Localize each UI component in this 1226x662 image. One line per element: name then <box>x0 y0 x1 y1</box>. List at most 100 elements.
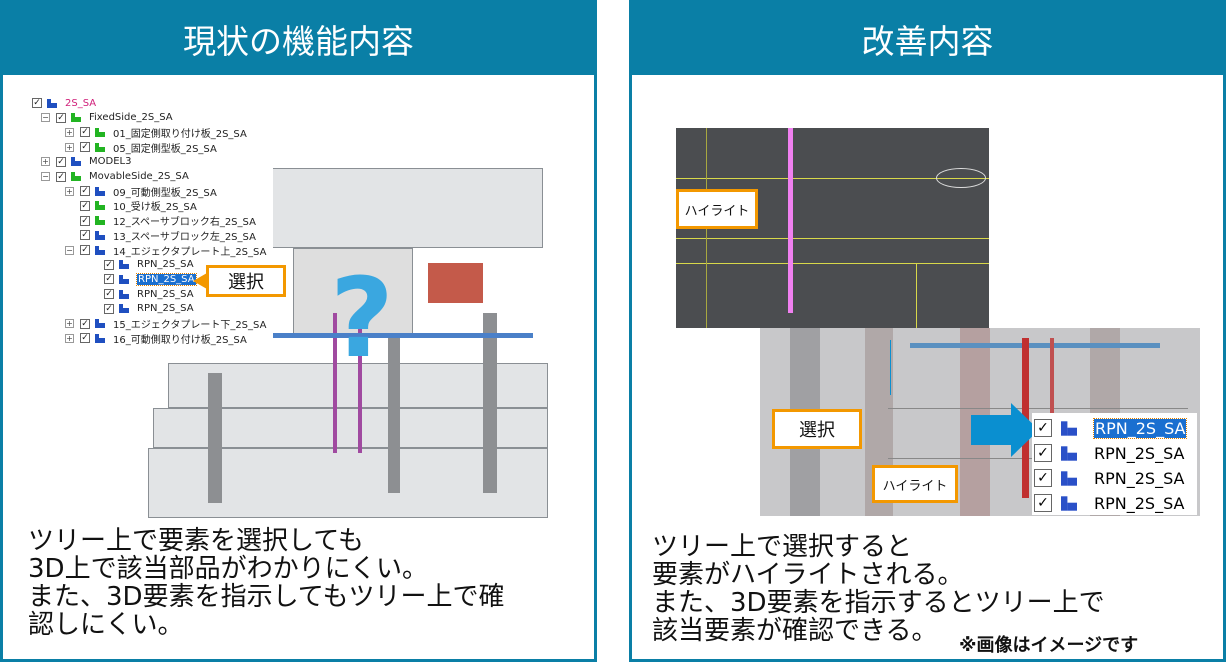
caption-line: 該当要素が確認できる。 <box>652 616 938 646</box>
callout-label: ハイライト <box>684 203 750 219</box>
tree-item[interactable]: ✓ RPN_2S_SA <box>1034 467 1184 489</box>
assembly-icon <box>95 319 105 328</box>
expand-toggle[interactable]: + <box>65 319 74 328</box>
assembly-icon <box>1061 445 1077 461</box>
tree-item[interactable]: ✓12_スペーサブロック右_2S_SA <box>65 214 256 228</box>
tree-item[interactable]: ✓10_受け板_2S_SA <box>65 199 197 213</box>
tree-item-label: RPN_2S_SA <box>1094 468 1185 488</box>
tree-item[interactable]: + ✓ 05_固定側型板_2S_SA <box>65 140 217 155</box>
select-callout: 選択 <box>772 409 862 449</box>
expand-toggle[interactable]: + <box>65 127 74 137</box>
caption: ツリー上で要素を選択しても 3D上で該当部品がわかりにくい。 また、3D要素を指… <box>28 527 504 639</box>
checkbox[interactable]: ✓ <box>104 259 114 270</box>
tree-item-label: MODEL3 <box>89 156 132 168</box>
checkbox[interactable]: ✓ <box>80 200 90 211</box>
checkbox[interactable]: ✓ <box>80 333 90 344</box>
tree-item[interactable]: ✓ 13_スペーサブロック左_2S_SA <box>65 228 256 243</box>
tree-item[interactable]: −✓FixedSide_2S_SA <box>41 111 173 125</box>
tree-item[interactable]: ✓ RPN_2S_SA <box>89 302 194 316</box>
3d-model-view[interactable]: ? <box>148 163 560 523</box>
checkbox[interactable]: ✓ <box>1034 494 1052 512</box>
caption-line: 3D上で該当部品がわかりにくい。 <box>28 554 429 584</box>
expand-toggle[interactable]: + <box>65 186 74 196</box>
tree-item-label: RPN_2S_SA <box>136 272 197 286</box>
checkbox[interactable]: ✓ <box>80 215 90 226</box>
model-tree[interactable]: ✓ 2S_SA −✓FixedSide_2S_SA + ✓ 01_固定側取り付け板_2S_… <box>11 87 273 349</box>
tree-item[interactable]: ✓ RPN_2S_SA <box>89 258 194 272</box>
tree-item-label: RPN_2S_SA <box>1094 443 1185 463</box>
checkbox[interactable]: ✓ <box>80 127 90 138</box>
tree-item[interactable]: ✓ RPN_2S_SA <box>1034 442 1184 464</box>
tree-item[interactable]: + ✓ 15_エジェクタプレート下_2S_SA <box>65 317 266 331</box>
checkbox[interactable]: ✓ <box>104 303 114 314</box>
checkbox[interactable]: ✓ <box>56 112 66 123</box>
tree-item-label: 16_可動側取り付け板_2S_SA <box>113 334 247 346</box>
checkbox[interactable]: ✓ <box>104 274 114 285</box>
tree-item[interactable]: −✓ 14_エジェクタプレート上_2S_SA <box>65 243 267 258</box>
assembly-icon <box>95 333 105 343</box>
assembly-icon <box>71 113 81 123</box>
tree-item-label: 14_エジェクタプレート上_2S_SA <box>113 246 267 258</box>
current-function-panel: 現状の機能内容 ? ✓2S_SA−✓FixedSide_2S_SA+✓01_固定… <box>0 0 597 662</box>
expand-toggle[interactable]: + <box>41 157 50 167</box>
assembly-icon <box>71 172 81 181</box>
caption-line: また、3D要素を指示するとツリー上で <box>652 588 1105 618</box>
checkbox[interactable]: ✓ <box>80 230 90 241</box>
caption-line: 要素がハイライトされる。 <box>652 560 964 590</box>
highlight-3d-view[interactable] <box>676 128 989 328</box>
highlight-callout: ハイライト <box>872 465 958 503</box>
checkbox[interactable]: ✓ <box>104 289 114 300</box>
tree-item[interactable]: ✓RPN_2S_SA <box>1034 417 1188 439</box>
checkbox[interactable]: ✓ <box>32 98 42 108</box>
tree-item[interactable]: ✓ RPN_2S_SA <box>89 272 197 286</box>
checkbox[interactable]: ✓ <box>56 171 66 182</box>
checkbox[interactable]: ✓ <box>80 318 90 329</box>
tree-item-label: 15_エジェクタプレート下_2S_SA <box>113 320 267 331</box>
tree-item[interactable]: −✓MovableSide_2S_SA <box>41 170 189 184</box>
assembly-icon <box>95 216 105 226</box>
assembly-icon <box>119 289 129 299</box>
assembly-icon <box>1061 420 1077 436</box>
tree-item[interactable]: ✓ 2S_SA <box>17 96 96 110</box>
expand-toggle[interactable]: + <box>65 142 74 152</box>
assembly-icon <box>1061 470 1077 486</box>
checkbox[interactable]: ✓ <box>80 142 90 153</box>
tree-item[interactable]: ✓RPN_2S_SA <box>89 287 194 301</box>
tree-item-label: RPN_2S_SA <box>1094 493 1185 513</box>
model-tree[interactable]: ✓RPN_2S_SA✓RPN_2S_SA✓RPN_2S_SA✓RPN_2S_SA <box>1032 413 1197 515</box>
tree-item-label: RPN_2S_SA <box>137 303 194 315</box>
checkbox[interactable]: ✓ <box>1034 444 1052 462</box>
checkbox[interactable]: ✓ <box>80 245 90 255</box>
expand-toggle[interactable]: − <box>41 172 50 181</box>
assembly-icon <box>95 142 105 152</box>
caption-line: 認しにくい。 <box>28 610 184 640</box>
assembly-icon <box>95 245 105 255</box>
tree-item[interactable]: +✓09_可動側型板_2S_SA <box>65 184 217 199</box>
checkbox[interactable]: ✓ <box>80 186 90 197</box>
expand-toggle[interactable]: − <box>65 245 74 255</box>
checkbox[interactable]: ✓ <box>1034 419 1052 437</box>
caption: ツリー上で選択すると 要素がハイライトされる。 また、3D要素を指示するとツリー… <box>652 533 1105 645</box>
tree-item[interactable]: + ✓ 01_固定側取り付け板_2S_SA <box>65 125 247 140</box>
expand-toggle[interactable]: − <box>41 113 50 123</box>
tree-item-label: 01_固定側取り付け板_2S_SA <box>113 128 247 140</box>
tree-item-label: 05_固定側型板_2S_SA <box>113 143 217 155</box>
tree-item[interactable]: ✓ RPN_2S_SA <box>1034 492 1184 514</box>
assembly-icon <box>95 127 105 137</box>
assembly-icon <box>95 201 105 211</box>
tree-item-label: RPN_2S_SA <box>137 259 194 271</box>
arrow-icon <box>971 415 1011 445</box>
checkbox[interactable]: ✓ <box>1034 469 1052 487</box>
image-note: ※画像はイメージです <box>959 635 1139 656</box>
tree-item-label: 13_スペーサブロック左_2S_SA <box>113 231 256 243</box>
expand-toggle[interactable]: + <box>65 333 74 343</box>
tree-item[interactable]: + ✓ 16_可動側取り付け板_2S_SA <box>65 331 247 346</box>
assembly-icon <box>119 304 129 314</box>
checkbox[interactable]: ✓ <box>56 156 66 167</box>
caption-line: ツリー上で要素を選択しても <box>28 526 364 556</box>
tree-item[interactable]: + ✓ MODEL3 <box>41 155 131 169</box>
tree-item-label: 2S_SA <box>65 97 97 109</box>
caption-line: ツリー上で選択すると <box>652 532 913 562</box>
callout-label: 選択 <box>228 272 264 293</box>
assembly-icon <box>119 260 129 270</box>
